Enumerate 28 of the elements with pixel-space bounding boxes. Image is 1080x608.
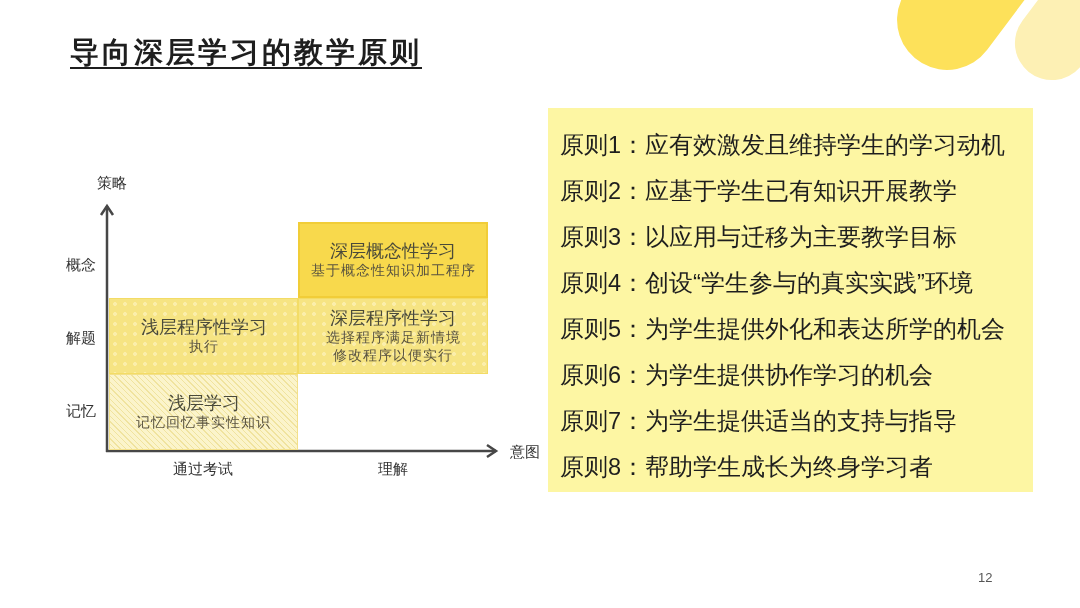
axis-tick-label: 记忆	[66, 402, 96, 420]
axis-title: 策略	[97, 174, 127, 192]
principle-text: 原则5：为学生提供外化和表达所学的机会	[560, 315, 1006, 344]
principle-text: 原则8：帮助学生成长为终身学习者	[560, 453, 934, 482]
page-number: 12	[978, 569, 993, 587]
learning-type-box	[298, 222, 488, 298]
principle-text: 原则7：为学生提供适当的支持与指导	[560, 407, 958, 436]
learning-type-title: 浅层程序性学习	[140, 316, 267, 338]
learning-type-description: 记忆回忆事实性知识	[136, 414, 271, 432]
learning-type-description: 基于概念性知识加工程序	[310, 262, 476, 280]
learning-type-title: 深层程序性学习	[330, 307, 456, 329]
axis-tick-label: 理解	[378, 460, 408, 478]
principle-text: 原则1：应有效激发且维持学生的学习动机	[560, 131, 1006, 160]
slide-title: 导向深层学习的教学原则	[70, 35, 422, 70]
principle-text: 原则4：创设“学生参与的真实实践”环境	[560, 269, 973, 298]
axis-tick-label: 解题	[66, 329, 96, 347]
axis-tick-label: 概念	[66, 256, 96, 274]
principle-text: 原则3：以应用与迁移为主要教学目标	[560, 223, 958, 252]
principles-panel	[548, 108, 1033, 492]
learning-type-title: 深层概念性学习	[330, 240, 456, 262]
principle-text: 原则2：应基于学生已有知识开展教学	[560, 177, 958, 206]
learning-type-box	[109, 298, 298, 374]
learning-type-description: 执行	[188, 338, 219, 356]
learning-type-box	[298, 298, 488, 374]
principle-text: 原则6：为学生提供协作学习的机会	[560, 361, 934, 390]
learning-type-description: 选择程序满足新情境修改程序以便实行	[324, 329, 462, 365]
learning-type-box	[109, 374, 298, 450]
learning-type-title: 浅层学习	[167, 392, 240, 414]
